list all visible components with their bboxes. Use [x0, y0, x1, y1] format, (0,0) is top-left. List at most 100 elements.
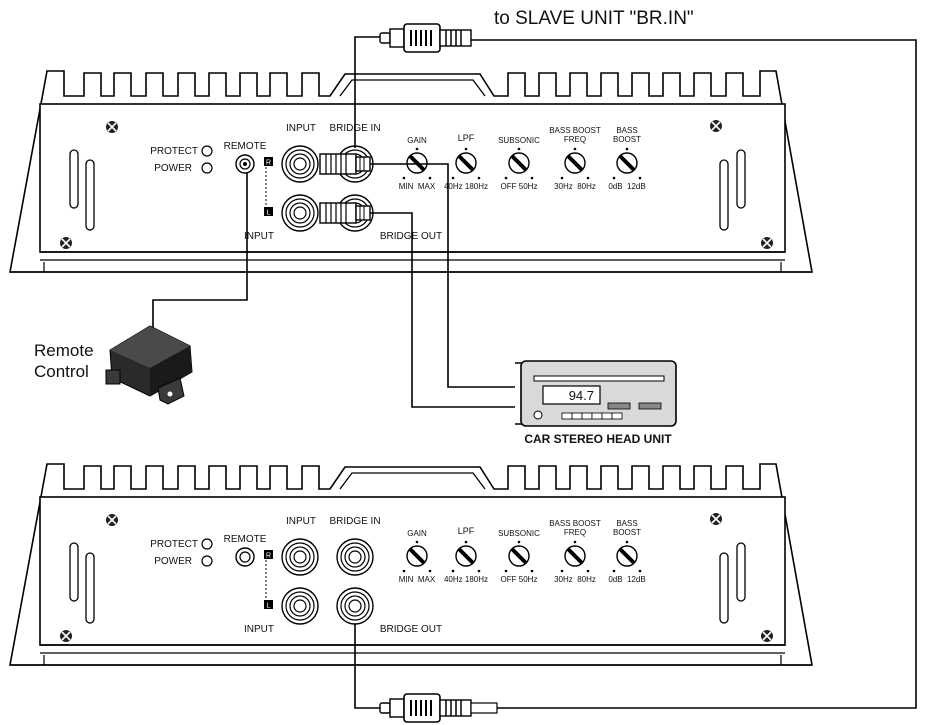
head-unit-button[interactable] — [638, 402, 662, 410]
rca-jack-icon[interactable] — [281, 145, 319, 183]
amplifier-bottom: PROTECT POWER REMOTE R L INPUT BRIDGE IN… — [9, 463, 813, 666]
input-label-top: INPUT — [286, 123, 316, 134]
wire-bridge-out-bottom — [354, 624, 380, 709]
bass-boost-knob[interactable]: BASS BOOST 0dB 12dB — [608, 519, 645, 584]
subsonic-knob[interactable]: SUBSONIC OFF 50Hz — [498, 136, 540, 191]
power-knob-icon[interactable] — [533, 410, 543, 420]
amp-bottom-fin-outline — [9, 463, 813, 666]
svg-text:0dB 12dB: 0dB 12dB — [608, 575, 645, 584]
svg-text:L: L — [267, 210, 271, 217]
svg-text:OFF 50Hz: OFF 50Hz — [501, 575, 538, 584]
svg-text:GAIN: GAIN — [407, 136, 427, 145]
svg-text:MIN MAX: MIN MAX — [399, 182, 436, 191]
amp-top-handle-inner — [339, 79, 486, 97]
svg-text:OFF 50Hz: OFF 50Hz — [501, 182, 538, 191]
screw-icon — [710, 513, 722, 525]
amp-top-vent — [719, 159, 729, 231]
remote-jack-icon[interactable] — [235, 547, 255, 567]
svg-text:R: R — [266, 553, 271, 560]
svg-text:BASS BOOST: BASS BOOST — [549, 519, 601, 528]
rca-jack-icon[interactable] — [336, 538, 374, 576]
wiring — [152, 36, 917, 709]
rca-jack-icon[interactable] — [336, 587, 374, 625]
bass-boost-freq-knob[interactable]: BASS BOOST FREQ 30Hz 80Hz — [549, 126, 601, 191]
cd-slot — [533, 375, 665, 382]
rca-jack-icon[interactable] — [281, 538, 319, 576]
wire-slave-link — [471, 39, 917, 709]
frequency-readout: 94.7 — [569, 388, 594, 403]
screw-icon — [761, 237, 773, 249]
amp-bottom-vent — [69, 542, 79, 602]
wire-slave-link — [354, 36, 380, 148]
lpf-knob[interactable]: LPF 40Hz 180Hz — [444, 526, 488, 584]
svg-text:LPF: LPF — [458, 133, 475, 143]
protect-label: PROTECT — [150, 539, 198, 550]
rca-plug-icon — [379, 693, 498, 723]
gain-knob[interactable]: GAIN MIN MAX — [399, 136, 436, 191]
input-label-bottom: INPUT — [244, 624, 274, 635]
bridge-out-label: BRIDGE OUT — [380, 231, 442, 242]
screw-icon — [106, 121, 118, 133]
lpf-knob[interactable]: LPF 40Hz 180Hz — [444, 133, 488, 191]
rca-plug-icon — [319, 153, 371, 175]
svg-text:FREQ: FREQ — [564, 528, 586, 537]
svg-text:FREQ: FREQ — [564, 135, 586, 144]
gain-knob[interactable]: GAIN MIN MAX — [399, 529, 436, 584]
head-unit-button[interactable] — [607, 402, 631, 410]
remote-label: REMOTE — [224, 141, 267, 152]
input-label-bottom: INPUT — [244, 231, 274, 242]
power-label: POWER — [154, 163, 192, 174]
channel-l-tag — [264, 207, 273, 216]
svg-text:40Hz 180Hz: 40Hz 180Hz — [444, 182, 488, 191]
bridge-in-label: BRIDGE IN — [329, 516, 380, 527]
bridge-out-label: BRIDGE OUT — [380, 624, 442, 635]
head-unit-button[interactable] — [561, 412, 573, 420]
channel-l-tag — [264, 600, 273, 609]
svg-text:SUBSONIC: SUBSONIC — [498, 529, 540, 538]
rca-plug-icon — [319, 202, 371, 224]
subsonic-knob[interactable]: SUBSONIC OFF 50Hz — [498, 529, 540, 584]
head-unit-button[interactable] — [611, 412, 623, 420]
wire-remote — [152, 173, 248, 328]
amp-bottom-vent — [85, 552, 95, 624]
power-led-icon — [201, 555, 213, 567]
svg-text:GAIN: GAIN — [407, 529, 427, 538]
head-unit-button[interactable] — [591, 412, 603, 420]
power-label: POWER — [154, 556, 192, 567]
remote-control-label-line2: Control — [34, 362, 89, 381]
input-label-top: INPUT — [286, 516, 316, 527]
svg-text:30Hz 80Hz: 30Hz 80Hz — [554, 182, 596, 191]
channel-r-tag — [264, 550, 273, 559]
rca-jack-icon[interactable] — [281, 587, 319, 625]
svg-text:BASS: BASS — [616, 126, 637, 135]
head-unit: 94.7 — [515, 360, 677, 427]
head-unit-button[interactable] — [581, 412, 593, 420]
frequency-display — [542, 385, 601, 405]
head-unit-button[interactable] — [601, 412, 613, 420]
rca-jack-icon[interactable] — [281, 194, 319, 232]
svg-text:SUBSONIC: SUBSONIC — [498, 136, 540, 145]
amp-bottom-vent — [736, 542, 746, 602]
remote-jack-icon[interactable] — [235, 154, 255, 174]
wire-input-left — [370, 212, 527, 408]
svg-text:BASS BOOST: BASS BOOST — [549, 126, 601, 135]
protect-led-icon — [201, 538, 213, 550]
svg-text:BASS: BASS — [616, 519, 637, 528]
amp-top-fin-outline — [9, 70, 813, 273]
channel-r-tag — [264, 157, 273, 166]
head-unit-caption: CAR STEREO HEAD UNIT — [524, 432, 672, 446]
amp-top-vent — [736, 149, 746, 209]
protect-led-icon — [201, 145, 213, 157]
bass-boost-freq-knob[interactable]: BASS BOOST FREQ 30Hz 80Hz — [549, 519, 601, 584]
remote-label: REMOTE — [224, 534, 267, 545]
head-unit-button[interactable] — [571, 412, 583, 420]
wire-input-right — [370, 163, 527, 388]
screw-icon — [60, 630, 72, 642]
remote-control-label-line1: Remote — [34, 341, 94, 360]
svg-text:40Hz 180Hz: 40Hz 180Hz — [444, 575, 488, 584]
bass-boost-knob[interactable]: BASS BOOST 0dB 12dB — [608, 126, 645, 191]
screw-icon — [106, 514, 118, 526]
screw-icon — [60, 237, 72, 249]
rca-plug-icon — [379, 23, 472, 53]
